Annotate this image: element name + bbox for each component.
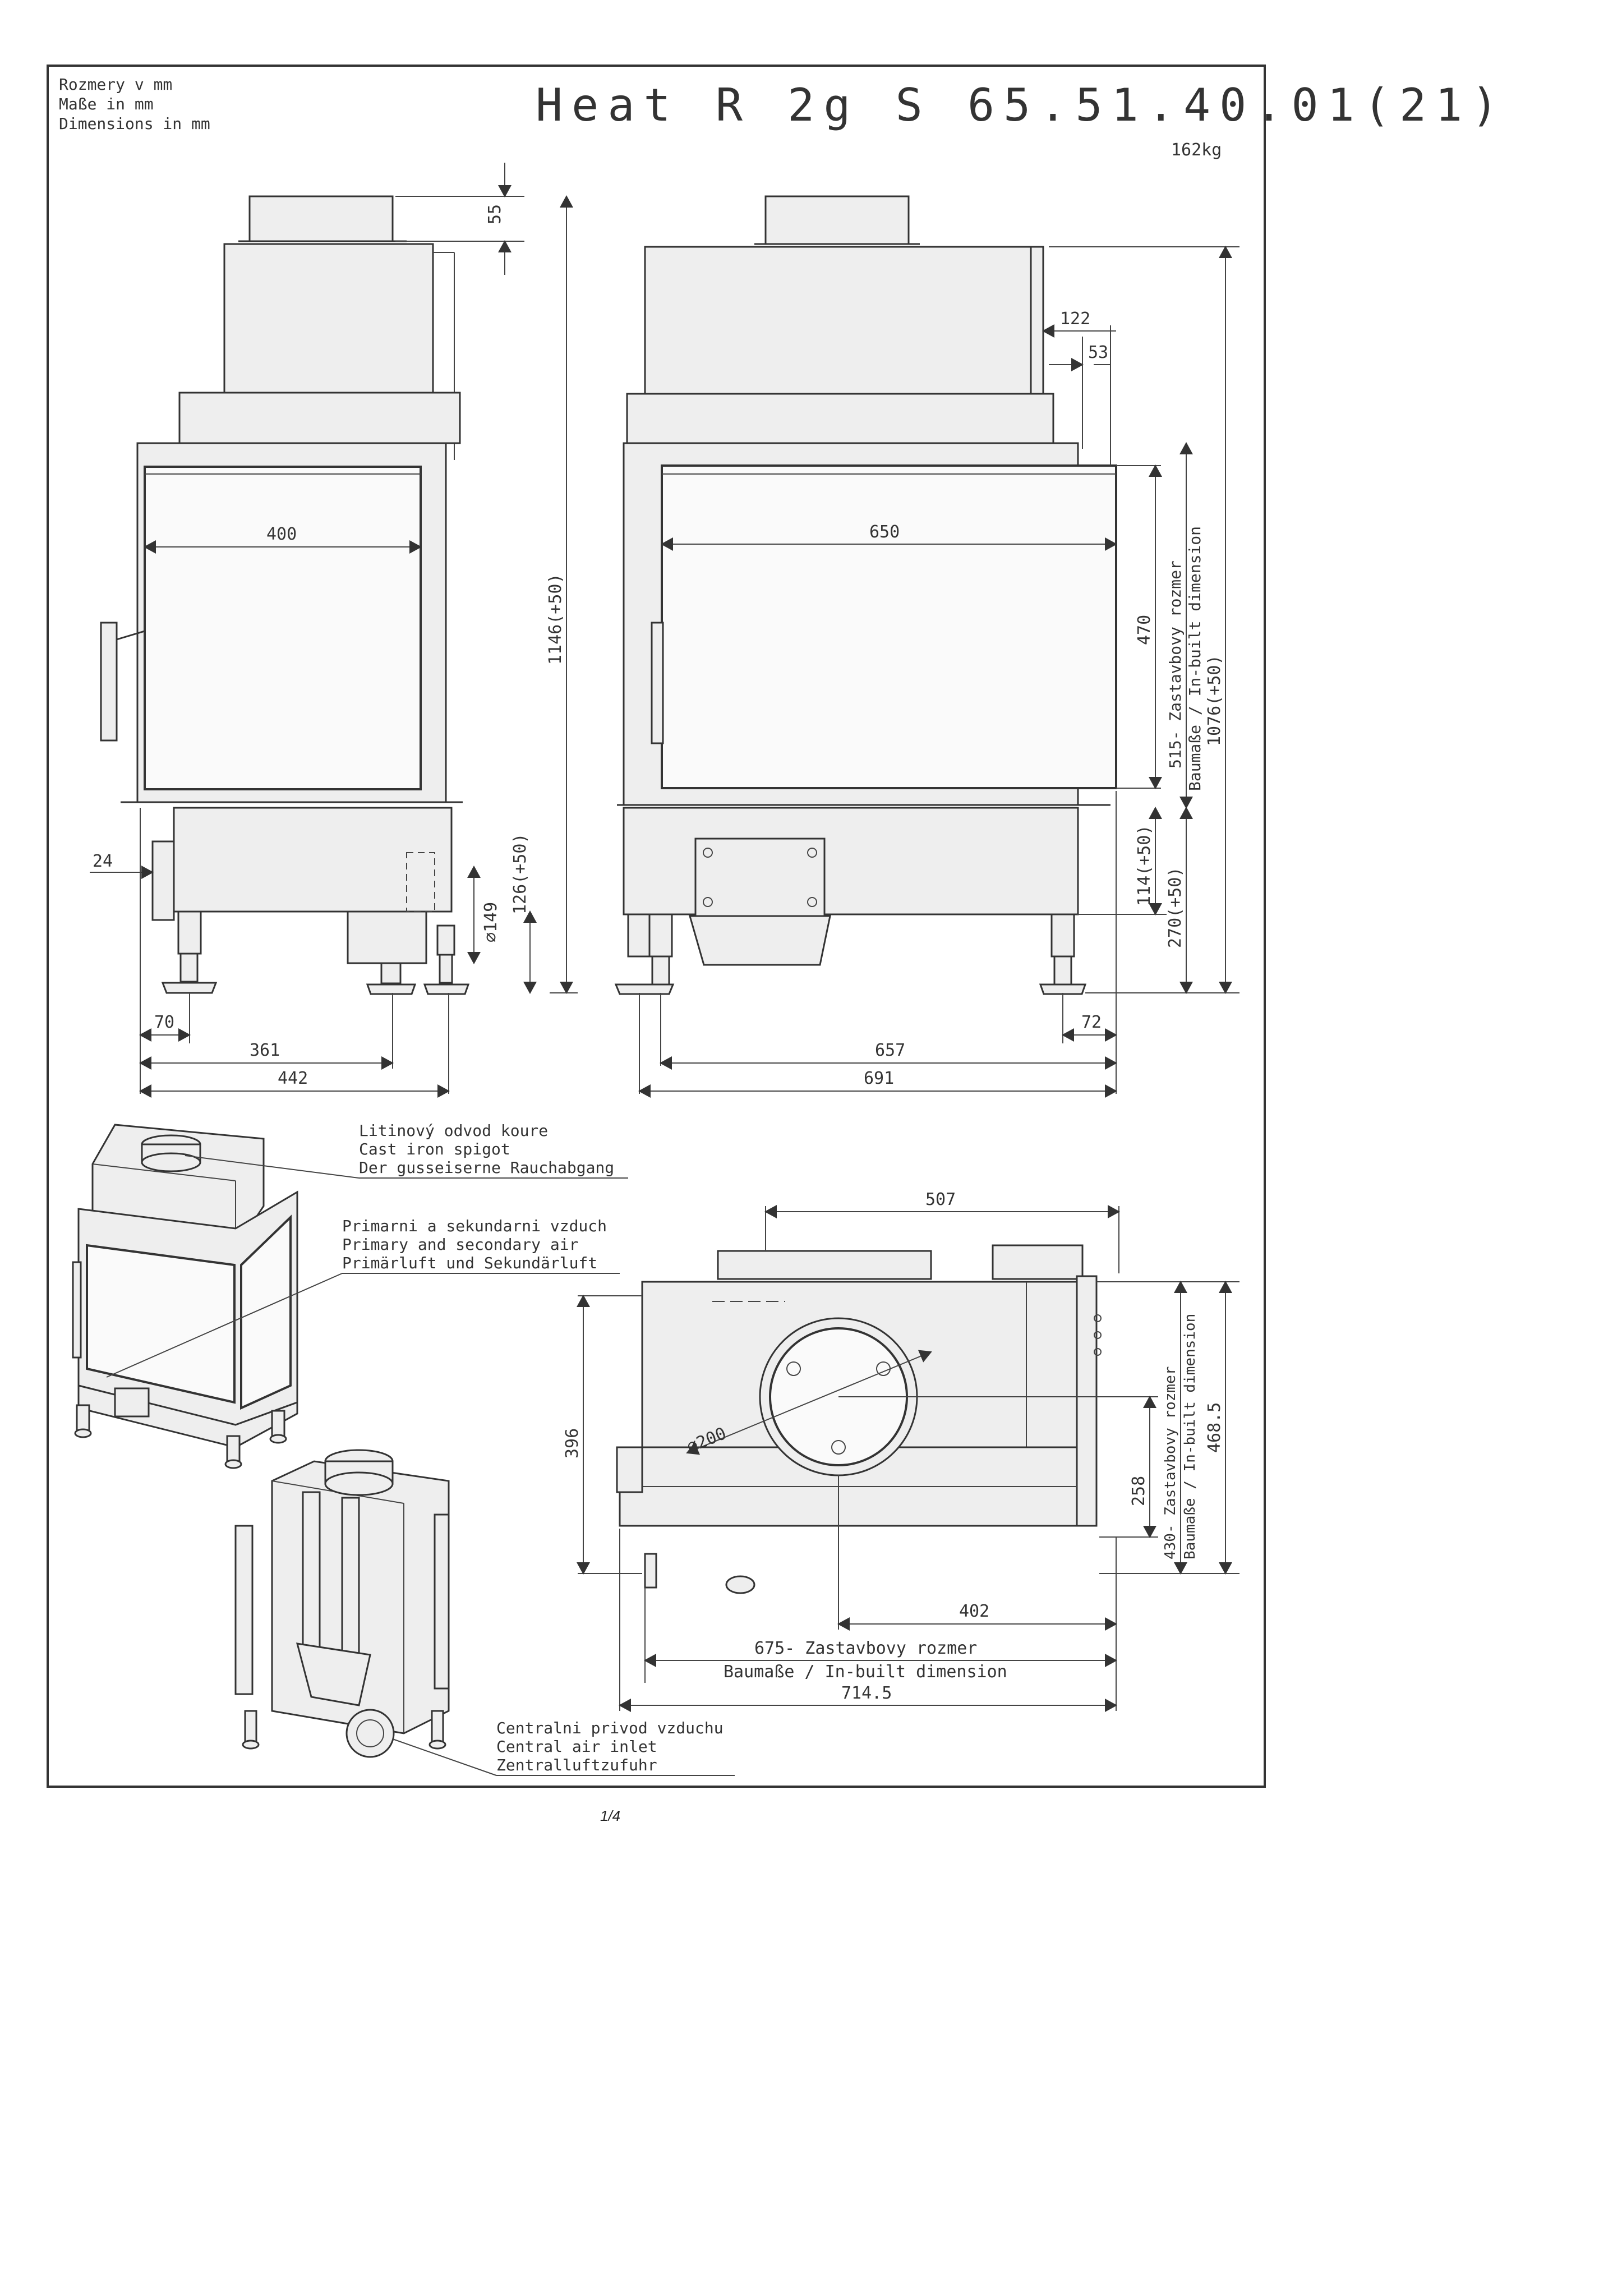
svg-text:70: 70: [154, 1013, 174, 1032]
svg-text:650: 650: [869, 522, 900, 542]
svg-text:Baumaße / In-built dimension: Baumaße / In-built dimension: [1182, 1314, 1199, 1559]
svg-text:Cast iron spigot: Cast iron spigot: [359, 1140, 510, 1158]
svg-text:24: 24: [93, 852, 113, 871]
units-label: Rozmery v mm Maße in mm Dimensions in mm: [59, 75, 210, 133]
svg-text:Centralni privod vzduchu: Centralni privod vzduchu: [496, 1719, 724, 1737]
svg-text:468.5: 468.5: [1205, 1402, 1224, 1453]
svg-text:270(+50): 270(+50): [1165, 867, 1185, 949]
svg-text:Rozmery v mm: Rozmery v mm: [59, 75, 172, 94]
side-dimensions: 1076(+50) 122 53 650 470 515- Zastavbovy…: [638, 246, 1239, 1098]
front-dimensions: 55 1146(+50) 400 24 ∅149 126(+50) 70 361…: [90, 163, 578, 1098]
svg-text:657: 657: [875, 1041, 905, 1060]
svg-text:Der gusseiserne Rauchabgang: Der gusseiserne Rauchabgang: [359, 1158, 614, 1177]
svg-text:122: 122: [1060, 309, 1090, 329]
svg-text:∅149: ∅149: [481, 902, 501, 942]
svg-text:402: 402: [959, 1602, 989, 1621]
svg-text:126(+50): 126(+50): [510, 834, 530, 915]
svg-text:53: 53: [1088, 343, 1108, 362]
callout-air: Primarni a sekundarni vzduch Primary and…: [106, 1217, 620, 1378]
svg-text:1146(+50): 1146(+50): [546, 573, 565, 665]
svg-text:Primärluft und Sekundärluft: Primärluft und Sekundärluft: [342, 1254, 597, 1272]
top-dimensions: 507 396 ∅200 258 430- Zastavbovy rozmer …: [563, 1190, 1239, 1712]
svg-text:Dimensions in mm: Dimensions in mm: [59, 114, 210, 133]
svg-text:396: 396: [563, 1428, 582, 1458]
svg-text:Litinový odvod koure: Litinový odvod koure: [359, 1121, 548, 1140]
svg-text:430- Zastavbovy rozmer: 430- Zastavbovy rozmer: [1162, 1366, 1179, 1559]
svg-text:Maße in mm: Maße in mm: [59, 95, 154, 113]
svg-text:675- Zastavbovy rozmer: 675- Zastavbovy rozmer: [754, 1639, 977, 1658]
svg-text:507: 507: [925, 1190, 956, 1209]
svg-text:691: 691: [864, 1069, 894, 1088]
svg-text:400: 400: [266, 524, 297, 544]
svg-text:Central air inlet: Central air inlet: [496, 1737, 657, 1756]
svg-text:515- Zastavbovy rozmer: 515- Zastavbovy rozmer: [1166, 560, 1185, 769]
page-number: 1/4: [600, 1807, 621, 1824]
callout-spigot: Litinový odvod koure Cast iron spigot De…: [185, 1121, 628, 1179]
svg-text:Baumaße / In-built dimension: Baumaße / In-built dimension: [724, 1662, 1007, 1682]
drawing-title: Heat R 2g S 65.51.40.01(21): [536, 79, 1507, 131]
drawing-border: [47, 65, 1266, 1788]
side-view: [614, 195, 1117, 995]
svg-text:1076(+50): 1076(+50): [1205, 655, 1224, 746]
svg-text:Primarni a sekundarni vzduch: Primarni a sekundarni vzduch: [342, 1217, 607, 1235]
svg-text:442: 442: [278, 1069, 308, 1088]
svg-text:361: 361: [250, 1041, 280, 1060]
callout-central: Centralni privod vzduchu Central air inl…: [392, 1719, 735, 1776]
top-view: [616, 1244, 1102, 1594]
svg-text:714.5: 714.5: [841, 1683, 892, 1703]
svg-text:258: 258: [1129, 1476, 1149, 1506]
svg-text:Primary and secondary air: Primary and secondary air: [342, 1235, 578, 1254]
svg-text:114(+50): 114(+50): [1135, 825, 1154, 907]
iso-view-rear: [234, 1449, 450, 1758]
svg-text:Baumaße / In-built dimension: Baumaße / In-built dimension: [1186, 526, 1204, 791]
svg-text:Zentralluftzufuhr: Zentralluftzufuhr: [496, 1756, 657, 1774]
weight-label: 162kg: [1171, 140, 1222, 160]
svg-text:72: 72: [1081, 1013, 1102, 1032]
iso-view-front: [72, 1124, 298, 1469]
svg-text:55: 55: [485, 204, 505, 224]
svg-text:470: 470: [1135, 615, 1154, 645]
front-view: [100, 195, 470, 995]
